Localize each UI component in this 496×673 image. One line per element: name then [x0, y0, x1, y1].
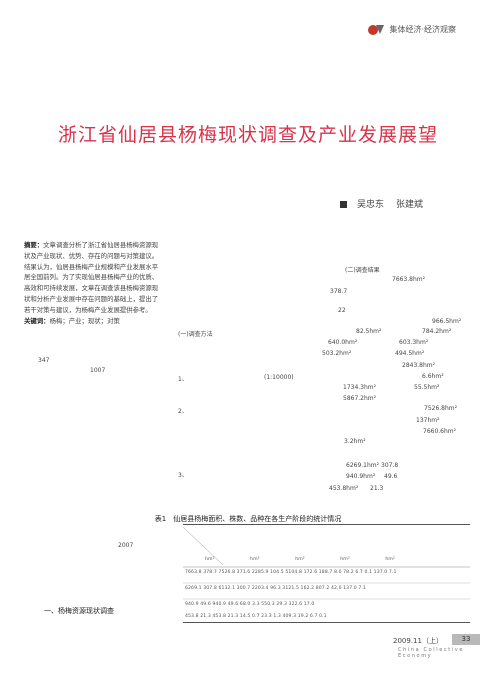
result-value: 6269.1hm² [346, 462, 380, 469]
left-fragment: 1007 [90, 367, 106, 374]
result-value: 1734.3hm² [343, 384, 377, 391]
abstract-label: 摘要： [24, 241, 44, 249]
keywords-label: 关键词： [24, 316, 50, 325]
running-header: 集体经济·经济观察 [367, 22, 456, 36]
result-value: 3.2hm² [344, 438, 366, 445]
article-title: 浙江省仙居县杨梅现状调查及产业发展展望 [57, 124, 438, 146]
result-value: 494.5hm² [395, 350, 425, 357]
result-value: 55.5hm² [414, 384, 440, 391]
result-value: 21.3 [370, 485, 384, 492]
result-value: 603.3hm² [399, 339, 429, 346]
result-value: 137hm² [416, 417, 440, 424]
issue-date: 2009.11（上） [393, 637, 443, 645]
journal-logo-icon [368, 25, 385, 35]
table-row: 453.8 21.3 453.8 21.3 14.5 0.7 23.3 1.3 … [185, 614, 327, 619]
results-heading: (二)调查结果 [345, 267, 380, 274]
table-header-lines [183, 526, 470, 600]
result-value: 7526.8hm² [424, 405, 458, 412]
author-1: 吴忠东 [357, 200, 385, 210]
table-row: 940.9 49.6 940.9 49.6 68.0 3.3 550.3 29.… [185, 602, 315, 607]
author-2: 张建斌 [396, 200, 424, 210]
keywords-text: 杨梅；产业；现状；对策 [49, 316, 120, 325]
middle-fragment: 2、 [178, 408, 188, 415]
table-row: 6269.1 307.8 6132.1 300.7 2203.4 96.3 31… [185, 586, 366, 591]
table-header-units: hm² hm² hm² hm² hm² [205, 557, 395, 562]
result-value: 6.6hm² [422, 373, 444, 380]
square-bullet-icon [340, 201, 347, 208]
section-heading: 一、杨梅资源现状调查 [44, 607, 114, 615]
result-value: 640.0hm² [328, 339, 358, 346]
middle-fragment: 1、 [178, 376, 188, 383]
result-value: 2843.8hm² [402, 362, 436, 369]
result-value: 5867.2hm² [343, 395, 377, 402]
result-value: 82.5hm² [356, 328, 382, 335]
abstract-text: 文章调查分析了浙江省仙居县杨梅资源现状及产业现状、优势、存在的问题与对策建议。结… [24, 241, 159, 314]
middle-fragment: 3、 [178, 472, 188, 479]
abstract-block: 摘要：文章调查分析了浙江省仙居县杨梅资源现状及产业现状、优势、存在的问题与对策建… [24, 240, 164, 326]
header-section: 集体经济·经济观察 [389, 24, 456, 34]
result-value: 453.8hm² [329, 485, 359, 492]
result-value: 378.7 [330, 288, 348, 295]
result-value: 49.6 [384, 473, 398, 480]
result-value: 966.5hm² [432, 318, 462, 325]
middle-fragment: (一)调查方法 [178, 331, 213, 338]
table-title: 表1 仙居县杨梅面积、株数、品种在各生产阶段的统计情况 [154, 515, 342, 523]
result-value: 7663.8hm² [392, 276, 426, 283]
middle-fragment: (1:10000) [264, 374, 294, 381]
result-value: 784.2hm² [422, 328, 452, 335]
result-value: 503.2hm² [322, 350, 352, 357]
page-number: 33 [452, 634, 480, 645]
statistics-table: hm² hm² hm² hm² hm² 7663.8 378.7 7526.8 … [183, 524, 470, 623]
result-value: 7660.6hm² [423, 428, 457, 435]
author-line: 吴忠东 张建斌 [340, 197, 423, 210]
left-fragment: 2007 [118, 542, 134, 549]
table-row: 7663.8 378.7 7526.8 371.6 2285.9 104.5 5… [185, 570, 397, 575]
result-value: 307.8 [381, 462, 399, 469]
result-value: 940.9hm² [346, 473, 376, 480]
result-value: 22 [338, 307, 346, 314]
left-fragment: 347 [38, 357, 50, 364]
journal-name: China Collective Economy [398, 647, 465, 659]
